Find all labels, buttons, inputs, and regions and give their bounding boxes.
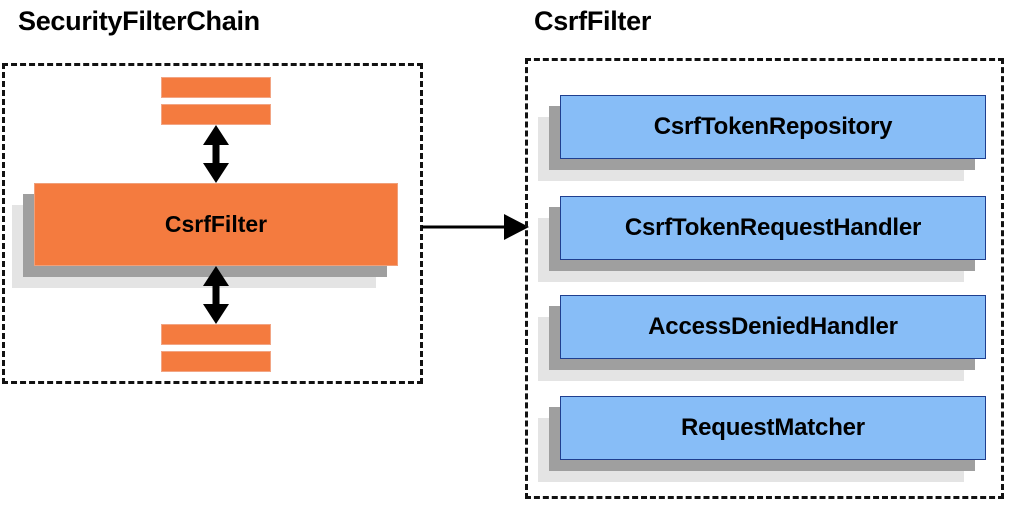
page-title-csrf-filter: CsrfFilter (534, 6, 652, 36)
node-csrf-token-repository[interactable]: CsrfTokenRepository (538, 95, 986, 181)
node-access-denied-handler[interactable]: AccessDeniedHandler (538, 295, 986, 381)
filter-bar-above-2 (161, 104, 271, 125)
node-label: RequestMatcher (560, 396, 986, 460)
node-csrf-token-request-handler[interactable]: CsrfTokenRequestHandler (538, 196, 986, 282)
group-box-csrf-filter (525, 58, 1004, 499)
group-box-security-filter-chain (2, 63, 423, 384)
node-request-matcher[interactable]: RequestMatcher (538, 396, 986, 482)
filter-bar-below-2 (161, 351, 271, 372)
filter-bar-above-1 (161, 77, 271, 98)
node-csrf-filter-label: CsrfFilter (34, 183, 398, 266)
node-label: CsrfTokenRequestHandler (560, 196, 986, 260)
node-label: AccessDeniedHandler (560, 295, 986, 359)
node-label: CsrfTokenRepository (560, 95, 986, 159)
page-title-security-filter-chain: SecurityFilterChain (18, 6, 260, 36)
filter-bar-below-1 (161, 324, 271, 345)
node-csrf-filter[interactable]: CsrfFilter (12, 183, 398, 288)
